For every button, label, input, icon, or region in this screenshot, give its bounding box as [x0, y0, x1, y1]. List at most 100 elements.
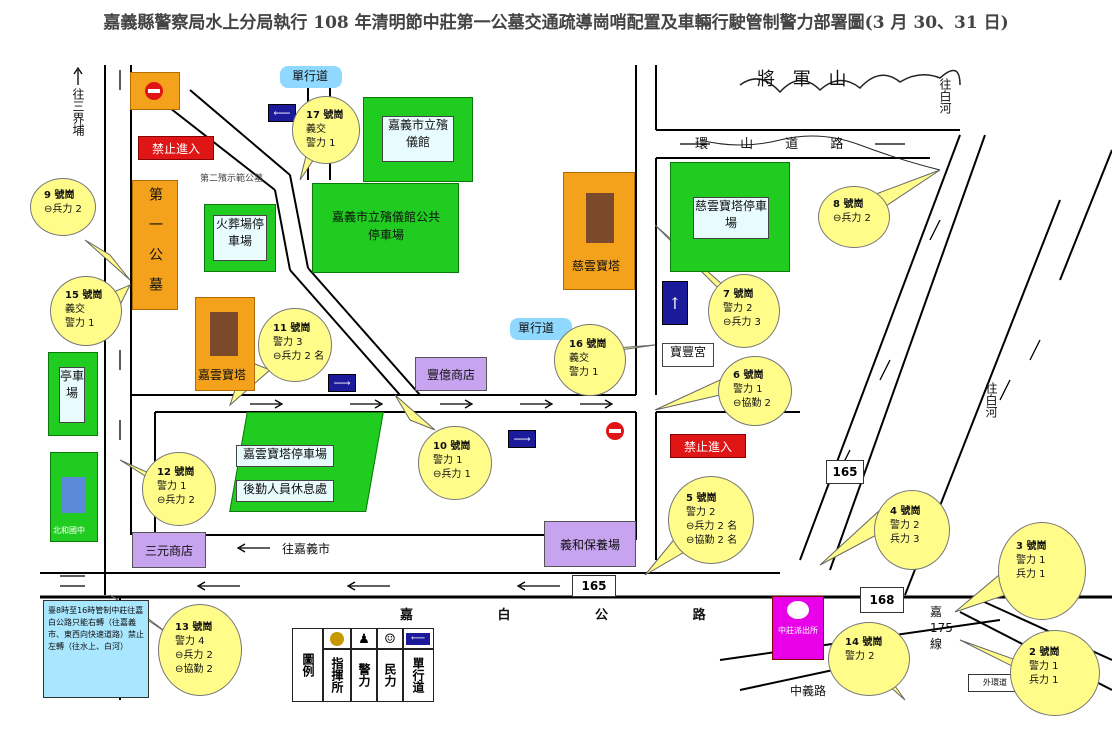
- post-bubble-text: 9 號崗⊖兵力 2: [44, 189, 92, 217]
- post-line: ⊖協勤 2 名: [686, 535, 738, 546]
- post-title: 11 號崗: [273, 323, 311, 334]
- post-line: 警力 1: [1016, 555, 1046, 566]
- crematorium-parking-block: 火葬場停車場: [204, 204, 276, 272]
- post-line: 警力 4: [175, 636, 205, 647]
- no-entry-icon: [145, 82, 163, 100]
- one-way-label-2: 單行道: [518, 321, 555, 335]
- school-icon: [61, 477, 85, 513]
- post-bubble-text: 5 號崗警力 2⊖兵力 2 名⊖協勤 2 名: [686, 492, 749, 548]
- post-bubble-4: 4 號崗警力 2 兵力 3: [874, 490, 950, 570]
- post-line: 兵力 3: [890, 534, 920, 545]
- post-bubble-text: 11 號崗警力 3⊖兵力 2 名: [273, 322, 327, 364]
- post-bubble-14: 14 號崗警力 2: [828, 622, 910, 696]
- first-cemetery-block: 第一公墓: [132, 180, 178, 310]
- post-title: 4 號崗: [890, 506, 921, 517]
- post-title: 7 號崗: [723, 289, 754, 300]
- post-line: ⊖協勤 2: [733, 398, 771, 409]
- post-bubble-text: 16 號崗義交警力 1: [569, 338, 622, 380]
- one-way-callout-1: 單行道: [280, 66, 342, 88]
- post-line: 義交: [306, 124, 326, 135]
- post-line: 警力 3: [273, 337, 303, 348]
- map-title: 嘉義縣警察局水上分局執行 108 年清明節中莊第一公墓交通疏導崗哨配置及車輛行駛…: [103, 13, 1009, 33]
- post-bubble-text: 17 號崗義交警力 1: [306, 109, 356, 151]
- post-bubble-text: 15 號崗義交警力 1: [65, 289, 118, 331]
- post-title: 9 號崗: [44, 190, 75, 201]
- road-number-165-b: 165: [572, 575, 616, 597]
- jiayun-pagoda-block: 嘉雲寶塔: [195, 297, 255, 391]
- funeral-parking-block: 嘉義市立殯儀館公共停車場: [312, 183, 459, 273]
- police-badge-icon: [787, 601, 809, 619]
- funeral-home-label: 嘉義市立殯儀館: [382, 116, 454, 162]
- one-way-arrow-right-icon-2: ⟶: [508, 430, 536, 448]
- police-station-label: 中莊派出所: [778, 626, 818, 635]
- logistics-rest-label: 後勤人員休息處: [236, 480, 334, 502]
- no-entry-label-2: 禁止進入: [670, 434, 746, 458]
- post-bubble-9: 9 號崗⊖兵力 2: [30, 178, 96, 236]
- label-to-sanjiepu: 往三界埔: [71, 88, 85, 136]
- post-bubble-text: 13 號崗警力 4⊖兵力 2⊖協勤 2: [175, 621, 237, 677]
- post-line: 警力 1: [65, 318, 95, 329]
- shop-fengyi: 豐億商店: [415, 357, 487, 391]
- post-line: 兵力 1: [1029, 675, 1059, 686]
- post-bubble-text: 8 號崗⊖兵力 2: [833, 198, 886, 226]
- post-bubble-6: 6 號崗警力 1⊖協勤 2: [718, 356, 792, 426]
- post-line: 警力 1: [157, 481, 187, 492]
- legend-police-icon: ♟: [350, 628, 378, 650]
- post-line: 義交: [65, 304, 85, 315]
- post-line: 警力 2: [845, 651, 875, 662]
- one-way-arrow-up-icon: ↑: [662, 281, 688, 325]
- funeral-home-block: 嘉義市立殯儀館: [363, 97, 473, 182]
- post-line: 警力 1: [1029, 661, 1059, 672]
- label-zhongyi-road: 中義路: [790, 684, 827, 698]
- legend-oneway-icon: ⟵: [402, 628, 434, 650]
- post-line: ⊖兵力 2: [175, 650, 213, 661]
- post-line: 警力 1: [433, 455, 463, 466]
- post-line: ⊖兵力 1: [433, 469, 471, 480]
- one-way-label-1: 單行道: [292, 69, 329, 83]
- yihe-farm: 義和保養場: [544, 521, 636, 567]
- label-to-baihe-top: 往白河: [938, 78, 952, 114]
- legend-item-command: 指揮所: [322, 648, 352, 702]
- shop-sanyuan: 三元商店: [132, 532, 206, 568]
- ciyun-parking-block: 慈雲寶塔停車場: [670, 162, 790, 272]
- jiayun-parking-label: 嘉雲寶塔停車場: [236, 445, 334, 467]
- post-bubble-text: 14 號崗警力 2: [845, 636, 905, 664]
- post-bubble-15: 15 號崗義交警力 1: [50, 276, 122, 346]
- post-line: 警力 1: [306, 138, 336, 149]
- post-bubble-17: 17 號崗義交警力 1: [292, 96, 360, 164]
- post-title: 15 號崗: [65, 290, 103, 301]
- label-jiabai-road: 嘉 白 公 路: [400, 608, 746, 623]
- post-line: 義交: [569, 353, 589, 364]
- no-entry-label-1: 禁止進入: [138, 136, 214, 160]
- no-entry-sign-box-1: [130, 72, 180, 110]
- police-station-block: 中莊派出所: [772, 596, 824, 660]
- post-title: 16 號崗: [569, 339, 607, 350]
- post-title: 14 號崗: [845, 637, 883, 648]
- one-way-callout-2: 單行道: [510, 318, 572, 340]
- post-line: ⊖兵力 2: [833, 213, 871, 224]
- legend-command-icon: [322, 628, 352, 650]
- post-bubble-text: 12 號崗警力 1⊖兵力 2: [157, 466, 211, 508]
- post-line: 警力 1: [733, 384, 763, 395]
- ciyun-pagoda-block: 慈雲寶塔: [563, 172, 635, 290]
- road-number-165-a: 165: [826, 460, 864, 484]
- post-bubble-10: 10 號崗警力 1⊖兵力 1: [418, 426, 492, 500]
- post-bubble-text: 4 號崗警力 2 兵力 3: [890, 505, 946, 547]
- post-title: 13 號崗: [175, 622, 213, 633]
- post-line: 警力 2: [890, 520, 920, 531]
- baofeng-temple: 寶豐宮: [662, 343, 714, 367]
- traffic-notice-box: 臺8時至16時管制中莊往嘉白公路只能右轉（往嘉義市、東西向快速道路）禁止左轉（往…: [43, 600, 149, 698]
- ciyun-parking-label: 慈雲寶塔停車場: [693, 197, 769, 239]
- one-way-arrow-right-icon: ⟶: [328, 374, 356, 392]
- school-block: 北和國中: [50, 452, 98, 542]
- post-title: 2 號崗: [1029, 647, 1060, 658]
- traffic-notice-text: 臺8時至16時管制中莊往嘉白公路只能右轉（往嘉義市、東西向快速道路）禁止左轉（往…: [48, 606, 144, 651]
- crematorium-parking-label: 火葬場停車場: [213, 215, 267, 261]
- label-to-baihe-right: 往白河: [984, 382, 998, 418]
- post-bubble-13: 13 號崗警力 4⊖兵力 2⊖協勤 2: [158, 604, 242, 696]
- post-bubble-8: 8 號崗⊖兵力 2: [818, 186, 890, 248]
- post-bubble-text: 7 號崗警力 2⊖兵力 3: [723, 288, 776, 330]
- post-line: 警力 1: [569, 367, 599, 378]
- pavilion-parking-block: 亭車場: [48, 352, 98, 436]
